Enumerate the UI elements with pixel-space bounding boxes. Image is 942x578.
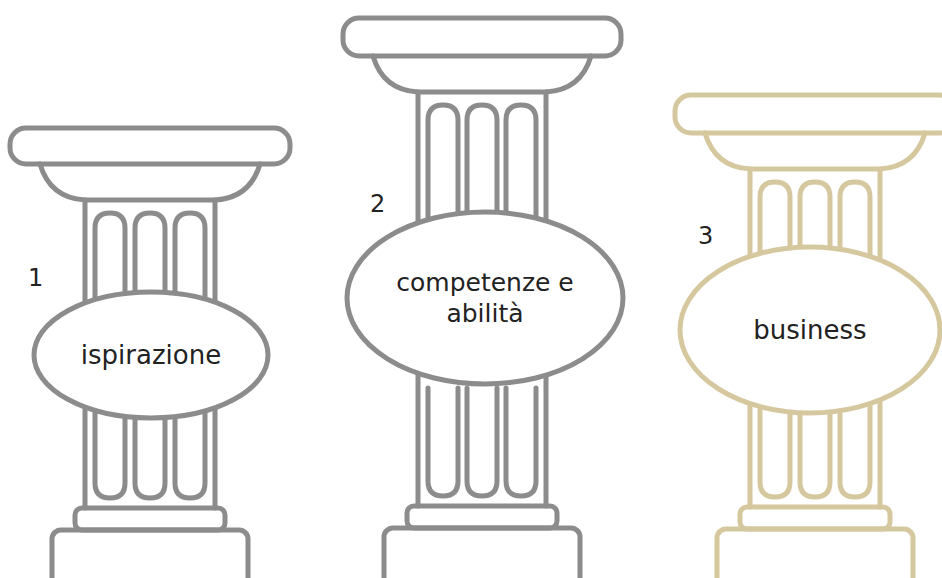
node-label: business — [753, 314, 866, 347]
oval-shape — [680, 247, 940, 413]
oval-node: business — [678, 245, 942, 415]
oval-node: competenze e abilità — [345, 210, 625, 386]
oval-node: ispirazione — [32, 290, 270, 420]
callout-number: 3 — [698, 222, 713, 250]
node-label: competenze e abilità — [390, 267, 580, 330]
column-drawing — [10, 128, 290, 578]
oval-shape — [34, 292, 268, 418]
oval-shape — [347, 212, 623, 384]
oval-outline — [345, 210, 625, 386]
column-drawing — [675, 95, 942, 578]
callout-number: 2 — [370, 190, 385, 218]
callout-number: 1 — [28, 264, 43, 292]
node-label: ispirazione — [81, 339, 221, 372]
